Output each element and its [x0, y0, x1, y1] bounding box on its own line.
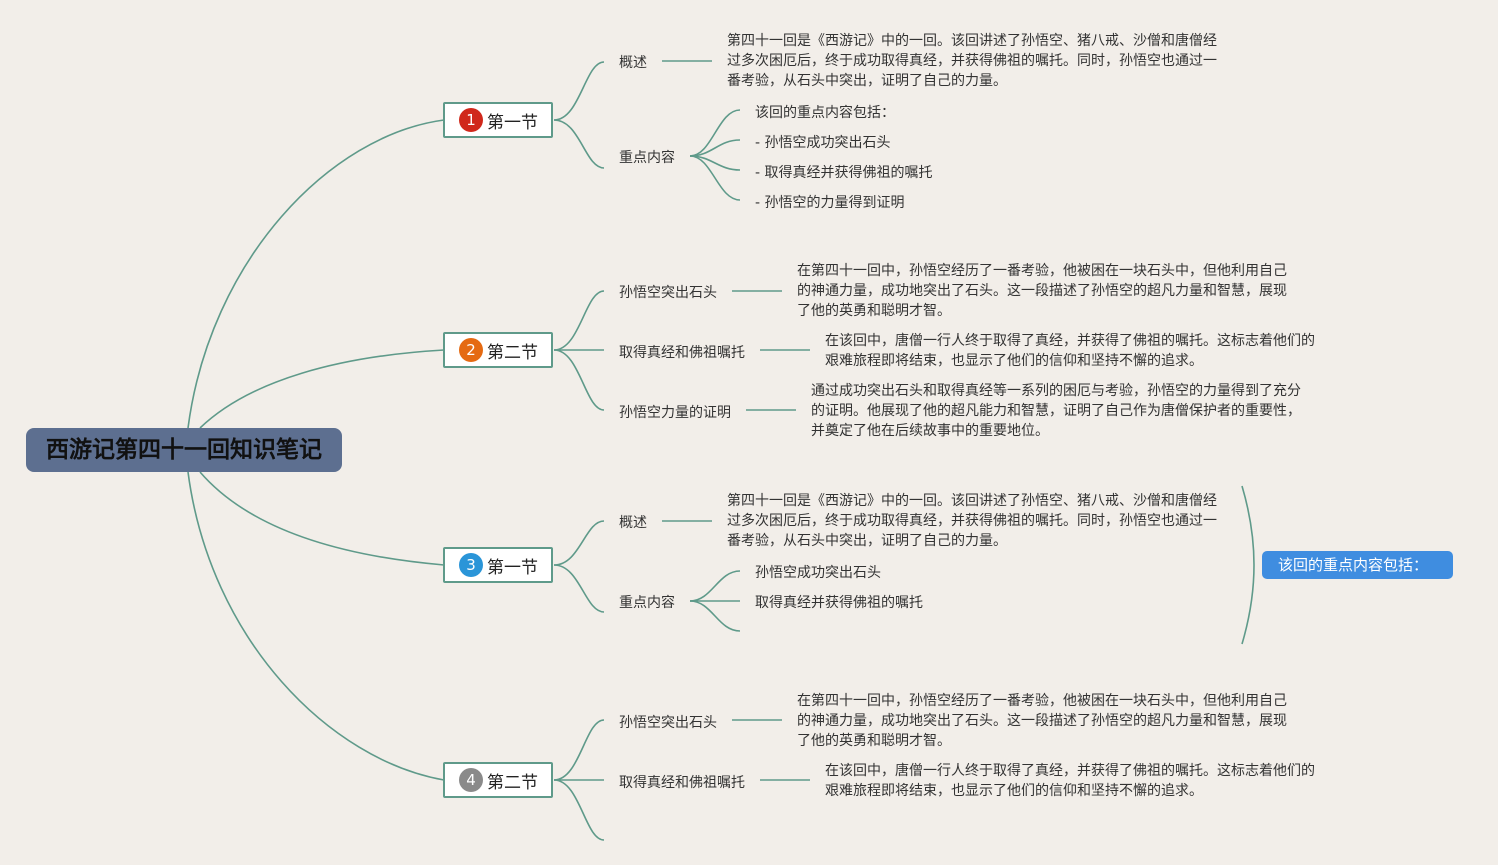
connector [553, 520, 605, 566]
section-3-node[interactable]: 3 第一节 [443, 547, 553, 583]
connector [553, 719, 605, 781]
topic-key-points[interactable]: 重点内容 [619, 595, 675, 611]
section-label: 第二节 [487, 772, 538, 793]
list-item[interactable]: 取得真经并获得佛祖的嘱托 [755, 595, 923, 611]
number-2-icon: 2 [459, 338, 483, 362]
topic-text: 在第四十一回中，孙悟空经历了一番考验，他被困在一块石头中，但他利用自己的神通力量… [797, 263, 1287, 319]
topic-text: 通过成功突出石头和取得真经等一系列的困厄与考验，孙悟空的力量得到了充分的证明。他… [811, 383, 1301, 439]
list-item[interactable]: - 孙悟空的力量得到证明 [755, 195, 905, 211]
topic-text: 第四十一回是《西游记》中的一回。该回讲述了孙悟空、猪八戒、沙僧和唐僧经过多次困厄… [727, 33, 1217, 89]
topic-scripture[interactable]: 取得真经和佛祖嘱托 [619, 775, 745, 791]
section-label: 第一节 [487, 557, 538, 578]
number-3-icon: 3 [459, 553, 483, 577]
section-2-node[interactable]: 2 第二节 [443, 332, 553, 368]
connector [553, 564, 605, 613]
connector [187, 119, 445, 429]
list-item[interactable]: - 取得真经并获得佛祖的嘱托 [755, 165, 933, 181]
topic-break-stone[interactable]: 孙悟空突出石头 [619, 285, 717, 301]
summary-bracket [1241, 485, 1255, 645]
connector [689, 600, 741, 632]
topic-overview[interactable]: 概述 [619, 55, 647, 71]
connector [553, 349, 605, 411]
topic-text: 在第四十一回中，孙悟空经历了一番考验，他被困在一块石头中，但他利用自己的神通力量… [797, 693, 1287, 749]
connector [553, 779, 605, 841]
number-1-icon: 1 [459, 108, 483, 132]
number-4-icon: 4 [459, 768, 483, 792]
topic-text: 在该回中，唐僧一行人终于取得了真经，并获得了佛祖的嘱托。这标志着他们的艰难旅程即… [825, 763, 1315, 799]
connector [553, 290, 605, 351]
section-label: 第一节 [487, 112, 538, 133]
list-item[interactable]: 孙悟空成功突出石头 [755, 565, 881, 581]
list-item[interactable]: 该回的重点内容包括： [755, 105, 895, 121]
summary-node[interactable]: 该回的重点内容包括： [1262, 551, 1453, 579]
section-1-node[interactable]: 1 第一节 [443, 102, 553, 138]
section-label: 第二节 [487, 342, 538, 363]
topic-text: 第四十一回是《西游记》中的一回。该回讲述了孙悟空、猪八戒、沙僧和唐僧经过多次困厄… [727, 493, 1217, 549]
topic-key-points[interactable]: 重点内容 [619, 150, 675, 166]
connector [199, 349, 445, 429]
section-4-node[interactable]: 4 第二节 [443, 762, 553, 798]
topic-text: 在该回中，唐僧一行人终于取得了真经，并获得了佛祖的嘱托。这标志着他们的艰难旅程即… [825, 333, 1315, 369]
connector [689, 570, 741, 602]
connector [689, 109, 741, 157]
topic-power-proof[interactable]: 孙悟空力量的证明 [619, 405, 731, 421]
topic-scripture[interactable]: 取得真经和佛祖嘱托 [619, 345, 745, 361]
root-topic[interactable]: 西游记第四十一回知识笔记 [26, 428, 342, 472]
connector [689, 155, 741, 201]
connector [553, 119, 605, 169]
topic-overview[interactable]: 概述 [619, 515, 647, 531]
connector [187, 471, 445, 781]
connector [553, 61, 605, 121]
list-item[interactable]: - 孙悟空成功突出石头 [755, 135, 891, 151]
topic-break-stone[interactable]: 孙悟空突出石头 [619, 715, 717, 731]
connector [199, 471, 445, 566]
